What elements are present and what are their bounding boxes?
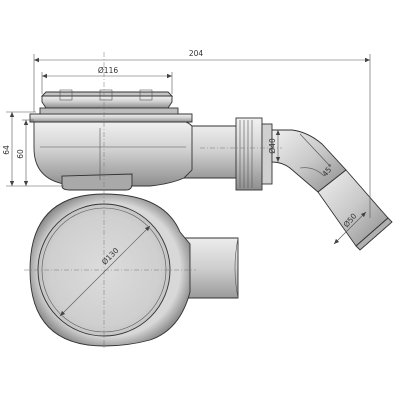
union-nut — [235, 117, 263, 191]
dim-overall-width: 204 — [33, 49, 371, 218]
overall-width-label: 204 — [189, 49, 204, 58]
drain-grate — [41, 95, 173, 109]
pipe-diameter-label: Ø40 — [268, 138, 277, 154]
total-height-label: 64 — [2, 145, 11, 155]
side-view — [29, 89, 393, 251]
trap-sump — [61, 173, 133, 191]
trap-body — [33, 119, 193, 187]
drain-flange — [29, 113, 193, 123]
grate-diameter-label: Ø116 — [98, 66, 118, 75]
dim-grate-diameter: Ø116 — [41, 66, 173, 94]
body-height-label: 60 — [16, 149, 25, 159]
dim-pipe-diameter: Ø40 — [268, 130, 281, 162]
dim-total-height: 64 — [2, 111, 64, 187]
dim-body-height: 60 — [16, 119, 34, 186]
